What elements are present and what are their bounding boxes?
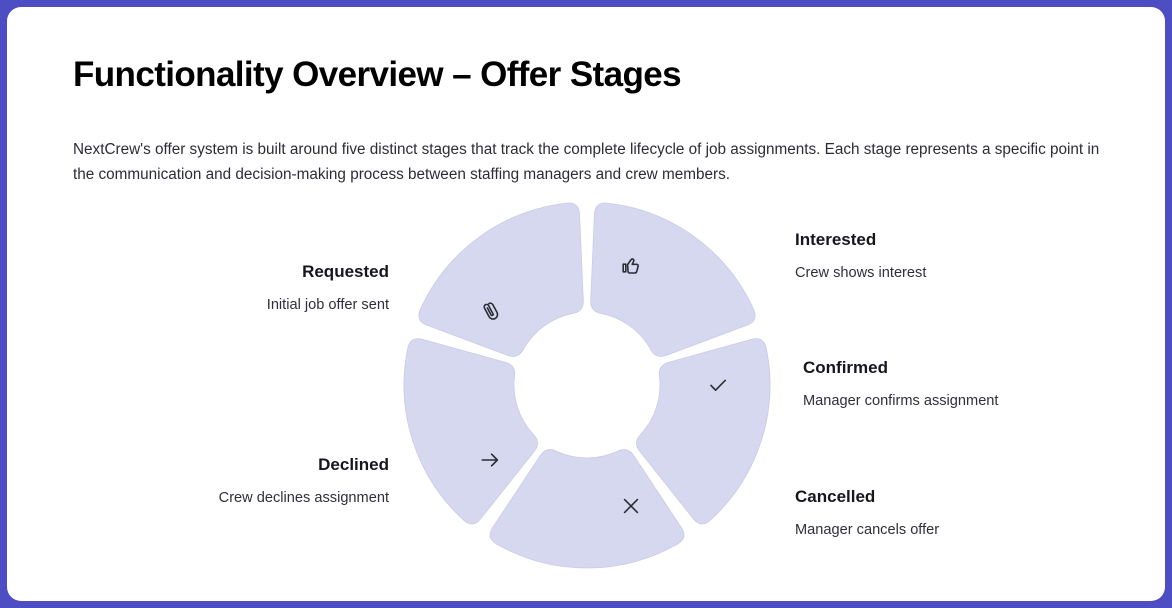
stage-name-requested: Requested bbox=[302, 262, 389, 281]
page-title: Functionality Overview – Offer Stages bbox=[73, 55, 682, 94]
stage-name-confirmed: Confirmed bbox=[803, 358, 888, 377]
stage-label-cancelled[interactable]: Cancelled Manager cancels offer bbox=[795, 486, 1115, 540]
close-x-icon bbox=[623, 498, 639, 514]
donut-slices bbox=[403, 202, 771, 569]
thumbs-up-icon bbox=[622, 258, 639, 274]
donut-slice-interested[interactable] bbox=[418, 202, 584, 357]
stage-desc-interested: Crew shows interest bbox=[795, 265, 927, 281]
check-icon bbox=[710, 379, 726, 391]
offer-stages-donut-chart bbox=[403, 202, 771, 569]
page-card: Functionality Overview – Offer Stages Ne… bbox=[7, 7, 1165, 601]
stage-label-declined[interactable]: Declined Crew declines assignment bbox=[69, 454, 389, 508]
offer-stages-diagram: Requested Initial job offer sent Decline… bbox=[7, 179, 1165, 599]
stage-desc-requested: Initial job offer sent bbox=[266, 297, 389, 313]
stage-label-interested[interactable]: Interested Crew shows interest bbox=[795, 229, 1115, 283]
donut-slice-cancelled[interactable] bbox=[636, 338, 771, 525]
intro-paragraph: NextCrew's offer system is built around … bbox=[73, 141, 1100, 183]
stage-desc-cancelled: Manager cancels offer bbox=[795, 522, 940, 538]
arrow-right-icon bbox=[481, 453, 499, 467]
donut-slice-confirmed[interactable] bbox=[590, 202, 756, 357]
stage-name-interested: Interested bbox=[795, 230, 877, 249]
donut-slice-requested[interactable] bbox=[403, 338, 538, 525]
stage-label-confirmed[interactable]: Confirmed Manager confirms assignment bbox=[803, 357, 1123, 411]
stage-desc-confirmed: Manager confirms assignment bbox=[803, 393, 999, 409]
donut-slice-declined[interactable] bbox=[489, 449, 685, 569]
donut-icons bbox=[481, 258, 726, 514]
stage-desc-declined: Crew declines assignment bbox=[218, 490, 389, 506]
stage-name-cancelled: Cancelled bbox=[795, 487, 876, 506]
paperclip-icon bbox=[483, 302, 499, 320]
stage-name-declined: Declined bbox=[318, 455, 389, 474]
stage-label-requested[interactable]: Requested Initial job offer sent bbox=[69, 261, 389, 315]
